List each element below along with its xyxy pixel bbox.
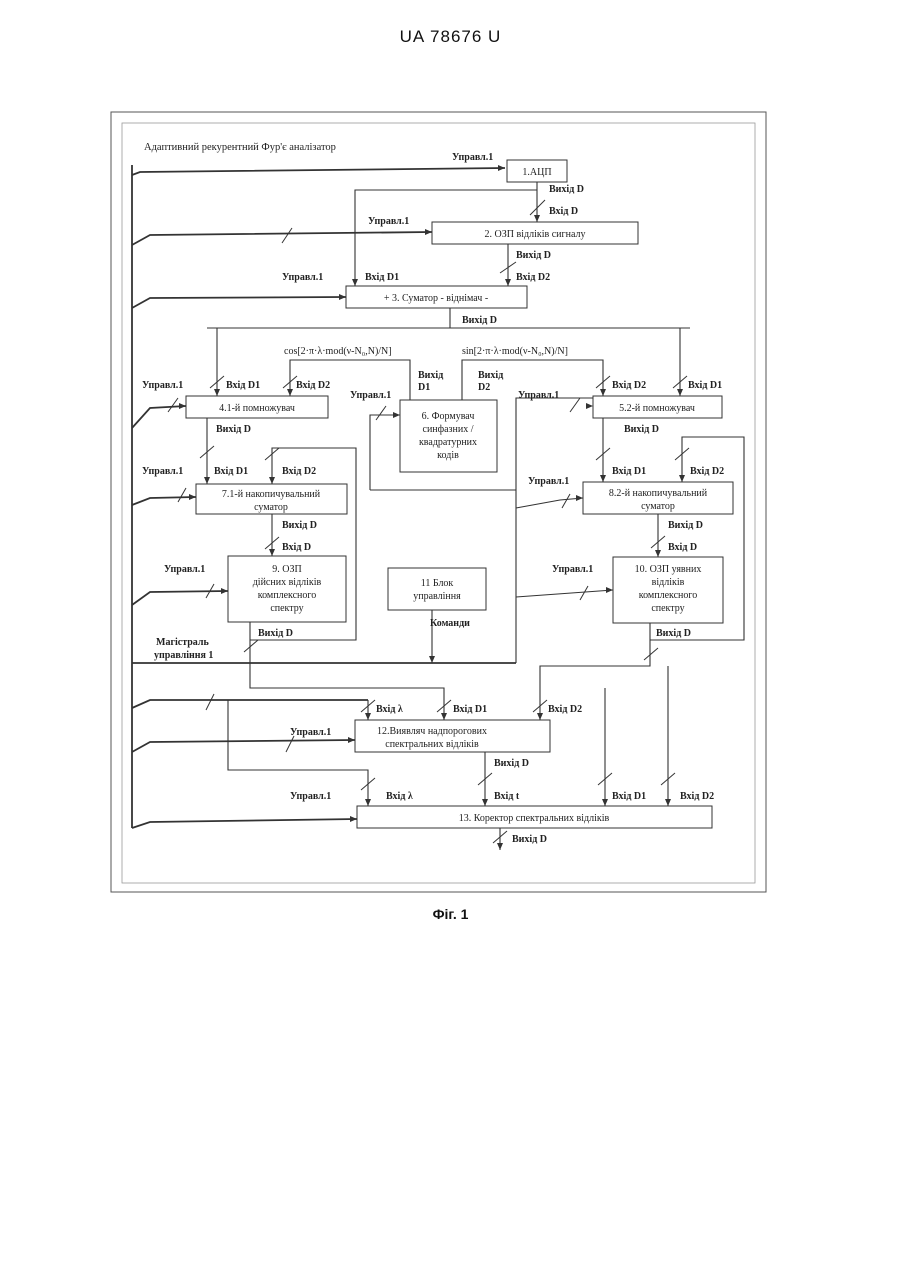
- label-in-d1-mult2: Вхід D1: [688, 380, 722, 391]
- label-out-acc1: Вихід D: [282, 520, 317, 531]
- label-out-acc2: Вихід D: [668, 520, 703, 531]
- label-in-t-b13: Вхід t: [494, 791, 520, 802]
- svg-text:кодів: кодів: [437, 450, 459, 461]
- label-in-d2-acc2: Вхід D2: [690, 466, 724, 477]
- label-out-ram2: Вихід D: [516, 250, 551, 261]
- svg-text:квадратурних: квадратурних: [419, 437, 477, 448]
- label-ctrl-ram10: Управл.1: [552, 564, 593, 575]
- label-ctrl-adder: Управл.1: [282, 272, 323, 283]
- label-ctrl-b13: Управл.1: [290, 791, 331, 802]
- label-ctrl-b6: Управл.1: [350, 390, 391, 401]
- diagram-title: Адаптивний рекурентний Фур'є аналізатор: [144, 142, 336, 153]
- svg-text:спектру: спектру: [270, 603, 303, 614]
- block-5-multiplier-2: 5.2-й помножувач: [593, 396, 722, 418]
- label-out-d1-b6-line2: D1: [418, 382, 430, 393]
- svg-text:суматор: суматор: [254, 502, 288, 513]
- block-11-control-unit: 11 Блок управління: [388, 568, 486, 610]
- label-out-mult1: Вихід D: [216, 424, 251, 435]
- label-out-mult2: Вихід D: [624, 424, 659, 435]
- label-ctrl-ram2: Управл.1: [368, 216, 409, 227]
- block-3-adder-subtractor: + 3. Суматор - віднімач -: [346, 286, 527, 308]
- label-out-b13: Вихід D: [512, 834, 547, 845]
- label-ctrl-ram9: Управл.1: [164, 564, 205, 575]
- label-in-d2-mult2: Вхід D2: [612, 380, 646, 391]
- label-cos-expr: cos[2·π·λ·mod(ν-N₀,N)/N]: [284, 346, 392, 357]
- label-out-ram10: Вихід D: [656, 628, 691, 639]
- label-in-d2-acc1: Вхід D2: [282, 466, 316, 477]
- svg-text:дійсних відліків: дійсних відліків: [253, 577, 322, 588]
- label-in-d2-mult1: Вхід D2: [296, 380, 330, 391]
- block-13-spectral-corrector: 13. Коректор спектральних відліків: [357, 806, 712, 828]
- svg-text:12.Виявляч надпорогових: 12.Виявляч надпорогових: [377, 726, 487, 737]
- svg-text:комплексного: комплексного: [639, 590, 698, 601]
- svg-text:10. ОЗП уявних: 10. ОЗП уявних: [635, 564, 702, 575]
- label-in-ram2: Вхід D: [549, 206, 578, 217]
- svg-text:+ 3. Суматор - віднімач -: + 3. Суматор - віднімач -: [384, 293, 488, 304]
- label-out-d2-b6-line1: Вихід: [478, 370, 503, 381]
- label-ctrl-mult1: Управл.1: [142, 380, 183, 391]
- block-1-adc: 1.АЦП: [507, 160, 567, 182]
- label-in-d1-mult1: Вхід D1: [226, 380, 260, 391]
- block-4-multiplier-1: 4.1-й помножувач: [186, 396, 328, 418]
- svg-text:відліків: відліків: [652, 577, 685, 588]
- block-12-threshold-detector: 12.Виявляч надпорогових спектральних від…: [355, 720, 550, 752]
- label-ctrl-mult2: Управл.1: [518, 390, 559, 401]
- figure-caption: Фiг. 1: [0, 906, 901, 922]
- label-out-d1-b6-line1: Вихід: [418, 370, 443, 381]
- svg-text:4.1-й помножувач: 4.1-й помножувач: [219, 403, 295, 414]
- label-out-b12: Вихід D: [494, 758, 529, 769]
- svg-text:синфазних /: синфазних /: [423, 424, 474, 435]
- svg-text:спектру: спектру: [651, 603, 684, 614]
- label-ctrl-acc1: Управл.1: [142, 466, 183, 477]
- label-out-adc: Вихід D: [549, 184, 584, 195]
- label-ctrl-b12: Управл.1: [290, 727, 331, 738]
- svg-text:7.1-й накопичувальний: 7.1-й накопичувальний: [222, 489, 321, 500]
- label-out-adder: Вихід D: [462, 315, 497, 326]
- label-bus-line2: управління 1: [154, 650, 213, 661]
- label-in-ram9: Вхід D: [282, 542, 311, 553]
- svg-text:9. ОЗП: 9. ОЗП: [272, 564, 301, 575]
- svg-text:спектральних відліків: спектральних відліків: [385, 739, 479, 750]
- label-in-d1-b12: Вхід D1: [453, 704, 487, 715]
- block-8-accumulator-2: 8.2-й накопичувальний суматор: [583, 482, 733, 514]
- label-in-d2-adder: Вхід D2: [516, 272, 550, 283]
- block-6-code-former: 6. Формувач синфазних / квадратурних код…: [400, 400, 497, 472]
- svg-text:6. Формувач: 6. Формувач: [422, 411, 475, 422]
- block-7-accumulator-1: 7.1-й накопичувальний суматор: [196, 484, 347, 514]
- svg-text:8.2-й накопичувальний: 8.2-й накопичувальний: [609, 488, 708, 499]
- label-in-lambda-b13: Вхід λ: [386, 791, 413, 802]
- svg-text:1.АЦП: 1.АЦП: [522, 167, 551, 178]
- svg-text:суматор: суматор: [641, 501, 675, 512]
- label-in-d2-b13: Вхід D2: [680, 791, 714, 802]
- label-in-lambda-b12: Вхід λ: [376, 704, 403, 715]
- label-in-d1-adder: Вхід D1: [365, 272, 399, 283]
- label-sin-expr: sin[2·π·λ·mod(ν-N₀,N)/N]: [462, 346, 568, 357]
- label-in-d1-b13: Вхід D1: [612, 791, 646, 802]
- svg-text:управління: управління: [413, 591, 461, 602]
- label-out-d2-b6-line2: D2: [478, 382, 490, 393]
- label-in-d1-acc2: Вхід D1: [612, 466, 646, 477]
- svg-text:комплексного: комплексного: [258, 590, 317, 601]
- label-in-d1-acc1: Вхід D1: [214, 466, 248, 477]
- svg-text:13. Коректор спектральних відл: 13. Коректор спектральних відліків: [459, 813, 610, 824]
- label-in-d2-b12: Вхід D2: [548, 704, 582, 715]
- label-bus-line1: Магістраль: [156, 637, 209, 648]
- label-ctrl-adc: Управл.1: [452, 152, 493, 163]
- block-10-imag-spectrum-ram: 10. ОЗП уявних відліків комплексного спе…: [613, 557, 723, 623]
- svg-text:5.2-й помножувач: 5.2-й помножувач: [619, 403, 695, 414]
- block-9-real-spectrum-ram: 9. ОЗП дійсних відліків комплексного спе…: [228, 556, 346, 622]
- svg-text:11 Блок: 11 Блок: [421, 578, 454, 589]
- label-in-ram10: Вхід D: [668, 542, 697, 553]
- label-commands: Команди: [430, 618, 470, 629]
- label-ctrl-acc2: Управл.1: [528, 476, 569, 487]
- label-out-ram9: Вихід D: [258, 628, 293, 639]
- block-2-signal-ram: 2. ОЗП відліків сигналу: [432, 222, 638, 244]
- svg-text:2. ОЗП відліків сигналу: 2. ОЗП відліків сигналу: [485, 229, 586, 240]
